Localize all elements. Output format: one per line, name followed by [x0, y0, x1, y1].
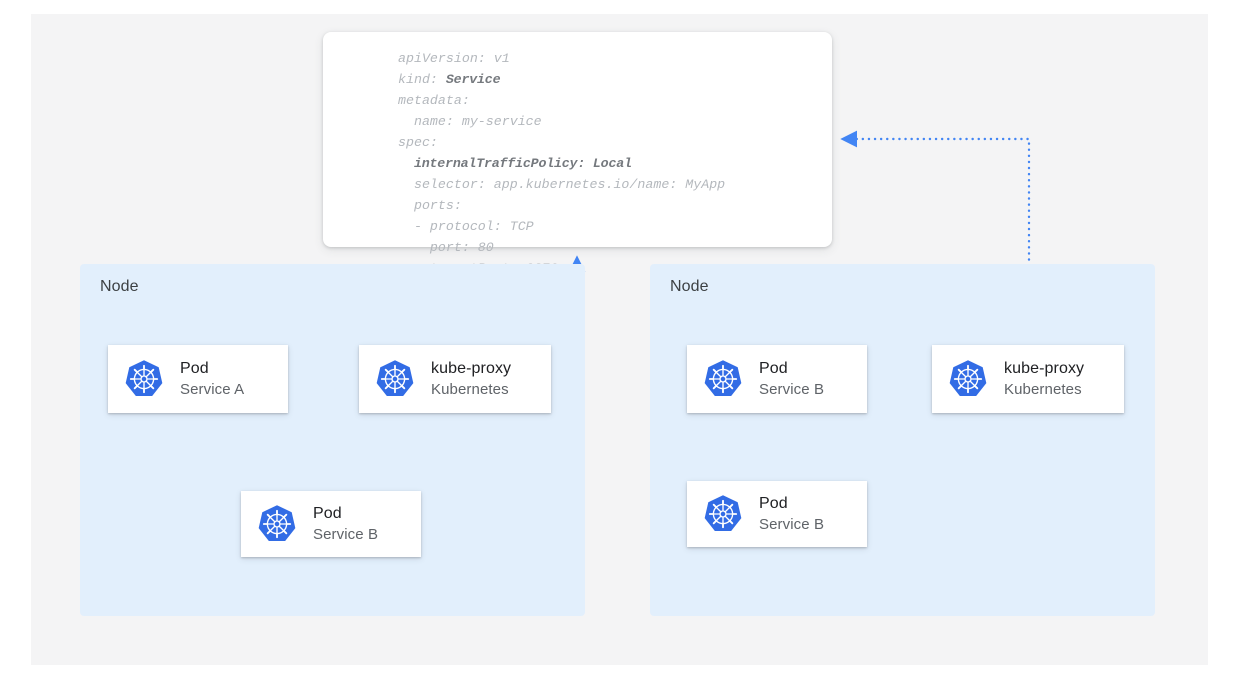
card-kube-proxy-left[interactable]: kube-proxy Kubernetes: [359, 345, 551, 413]
card-title: Pod: [313, 505, 342, 522]
card-title: kube-proxy: [1004, 360, 1085, 377]
card-text: Pod Service B: [313, 503, 378, 545]
node-left-label: Node: [100, 278, 139, 295]
card-text: Pod Service B: [759, 493, 824, 535]
kubernetes-icon: [257, 504, 297, 544]
node-right: Node: [650, 264, 1155, 616]
card-title: Pod: [759, 360, 788, 377]
card-kube-proxy-right[interactable]: kube-proxy Kubernetes: [932, 345, 1124, 413]
card-pod-service-a[interactable]: Pod Service A: [108, 345, 288, 413]
kubernetes-icon: [948, 359, 988, 399]
card-title: Pod: [180, 360, 209, 377]
card-pod-service-b-right-1[interactable]: Pod Service B: [687, 345, 867, 413]
card-subtitle: Kubernetes: [431, 381, 509, 398]
card-title: kube-proxy: [431, 360, 512, 377]
card-text: Pod Service B: [759, 358, 824, 400]
kubernetes-icon: [124, 359, 164, 399]
card-subtitle: Service B: [313, 526, 379, 543]
card-subtitle: Kubernetes: [1004, 381, 1082, 398]
service-manifest-panel: apiVersion: v1 kind: Service metadata: n…: [323, 32, 832, 276]
card-text: kube-proxy Kubernetes: [431, 358, 511, 400]
node-right-label: Node: [670, 278, 709, 295]
node-left: Node: [80, 264, 585, 616]
kubernetes-icon: [703, 494, 743, 534]
card-text: kube-proxy Kubernetes: [1004, 358, 1084, 400]
card-title: Pod: [759, 495, 788, 512]
service-manifest-code: apiVersion: v1 kind: Service metadata: n…: [398, 51, 726, 276]
card-subtitle: Service A: [180, 381, 245, 398]
card-subtitle: Service B: [759, 381, 825, 398]
kubernetes-icon: [375, 359, 415, 399]
card-pod-service-b-left[interactable]: Pod Service B: [241, 491, 421, 557]
card-subtitle: Service B: [759, 516, 825, 533]
card-pod-service-b-right-2[interactable]: Pod Service B: [687, 481, 867, 547]
kubernetes-icon: [703, 359, 743, 399]
card-text: Pod Service A: [180, 358, 244, 400]
